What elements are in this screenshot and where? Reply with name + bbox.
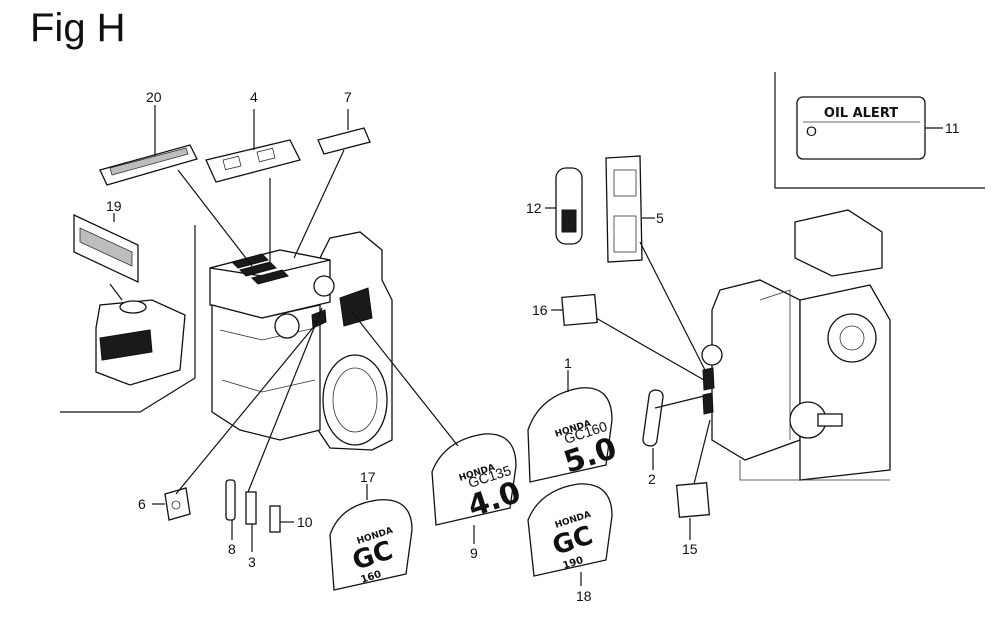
right-engine — [701, 209, 891, 481]
decal-20 — [99, 144, 198, 186]
callout-12: 12 — [526, 200, 542, 216]
decal-9: HONDA GC135 4.0 — [431, 433, 525, 526]
callout-4: 4 — [250, 89, 258, 105]
callout-3: 3 — [248, 554, 256, 570]
svg-text:O: O — [806, 123, 817, 139]
decal-1: HONDA GC160 5.0 — [527, 387, 621, 483]
callout-20: 20 — [146, 89, 162, 105]
callout-2: 2 — [648, 471, 656, 487]
callout-9: 9 — [470, 545, 478, 561]
decal-15 — [675, 482, 711, 518]
decal-4 — [205, 139, 301, 183]
callout-1: 1 — [564, 355, 572, 371]
callout-19: 19 — [106, 198, 122, 214]
decal-10 — [269, 505, 281, 533]
callout-11: 11 — [945, 120, 960, 136]
oil-alert-inset: OIL ALERT O — [774, 72, 985, 189]
oil-alert-text: OIL ALERT — [824, 106, 898, 121]
callout-numbers: 20 4 7 19 12 5 16 1 17 9 2 18 15 6 8 3 1… — [106, 89, 960, 604]
decal-5 — [605, 155, 643, 263]
left-engine — [209, 231, 393, 451]
decal-8 — [225, 479, 236, 521]
decal-19 — [73, 213, 139, 284]
callout-6: 6 — [138, 496, 146, 512]
callout-8: 8 — [228, 541, 236, 557]
decal-18: HONDA GC 190 — [527, 483, 613, 577]
fuel-tank-detail — [60, 225, 196, 413]
decal-7 — [317, 127, 371, 155]
callout-7: 7 — [344, 89, 352, 105]
leader-lines — [109, 105, 711, 586]
decal-16 — [561, 293, 598, 327]
decal-3 — [245, 491, 257, 525]
decal-2 — [642, 389, 664, 447]
callout-10: 10 — [297, 514, 313, 530]
decal-17: HONDA GC 160 — [329, 499, 413, 591]
callout-16: 16 — [532, 302, 548, 318]
decal-12 — [555, 167, 583, 245]
callout-15: 15 — [682, 541, 698, 557]
callout-17: 17 — [360, 469, 376, 485]
callout-5: 5 — [656, 210, 664, 226]
figure-title: Fig H — [30, 6, 126, 50]
callout-18: 18 — [576, 588, 592, 604]
